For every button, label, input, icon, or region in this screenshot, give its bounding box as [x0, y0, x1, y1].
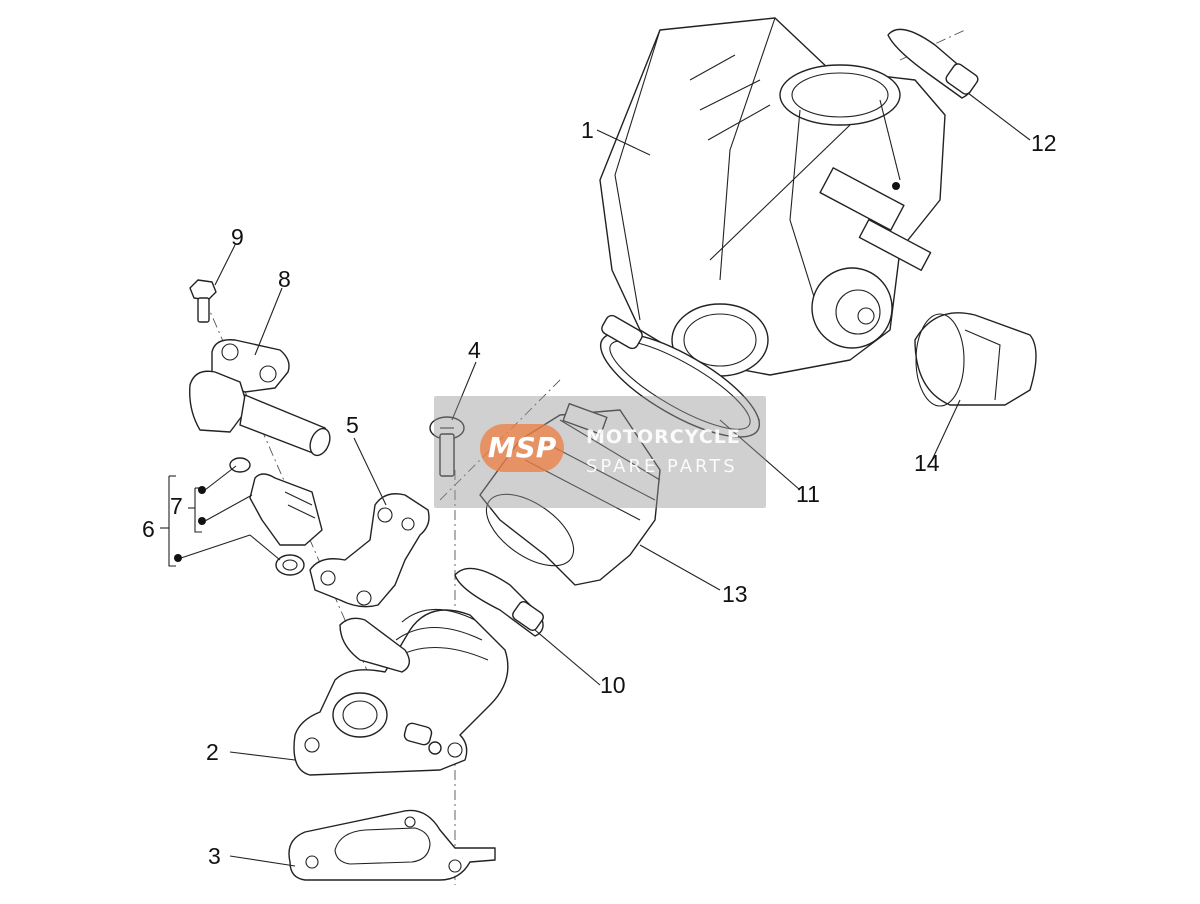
callout-14: 14: [914, 450, 940, 476]
callout-5: 5: [346, 412, 359, 438]
hose-clamp-part-12: [887, 28, 979, 99]
intake-manifold-part-2: [293, 608, 509, 776]
msp-logo-badge: MSP: [480, 424, 564, 472]
watermark-line-2: SPARE PARTS: [586, 456, 738, 477]
callout-8: 8: [278, 266, 291, 292]
callout-1: 1: [581, 117, 594, 143]
injector-part-8: [189, 339, 331, 457]
msp-watermark: MSP MOTORCYCLE SPARE PARTS: [434, 396, 766, 508]
cover-cap-part-14: [914, 312, 1037, 407]
callout-13: 13: [722, 581, 748, 607]
gasket-part-3: [288, 809, 496, 881]
hose-clamp-part-10: [454, 567, 544, 637]
bracket-part-5: [309, 493, 430, 608]
bolt-part-9: [189, 279, 217, 323]
callout-11: 11: [796, 481, 820, 507]
callout-12: 12: [1031, 130, 1057, 156]
throttle-body-part-1: [599, 17, 946, 377]
leader-lines: [160, 92, 1031, 867]
watermark-line-1: MOTORCYCLE: [586, 426, 741, 448]
callout-9: 9: [231, 224, 244, 250]
callout-7: 7: [170, 493, 183, 519]
callout-4: 4: [468, 337, 481, 363]
sensor-part-6: [229, 457, 323, 576]
hose-clamp-part-11: [599, 314, 761, 438]
callout-2: 2: [206, 739, 219, 765]
callout-3: 3: [208, 843, 221, 869]
callout-10: 10: [600, 672, 626, 698]
callout-labels: 1 2 3 4 5 6 7 8 9 10 11 12 13 14: [142, 117, 1057, 869]
callout-6: 6: [142, 516, 155, 542]
screw-part-4: [429, 416, 465, 477]
